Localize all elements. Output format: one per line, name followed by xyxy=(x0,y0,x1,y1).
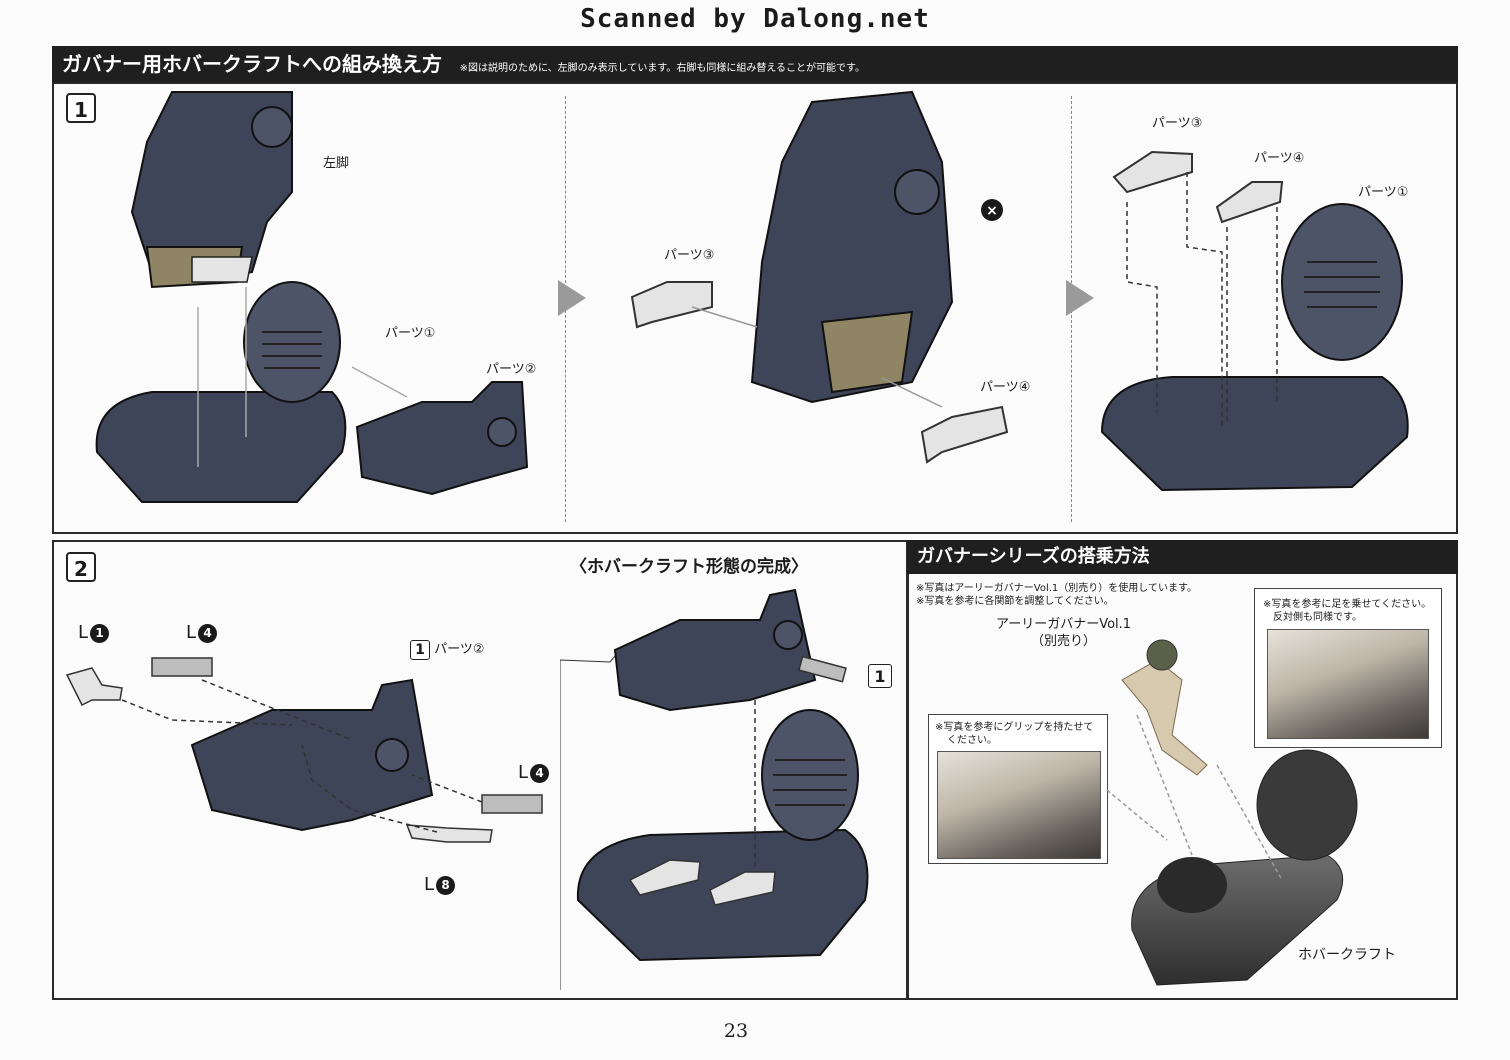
label-part3-a: パーツ③ xyxy=(664,248,715,263)
x-mark-icon xyxy=(981,199,1003,221)
scanner-watermark: Scanned by Dalong.net xyxy=(580,4,930,34)
hovercraft-drawing-1 xyxy=(95,281,347,503)
part2-drawing xyxy=(351,366,529,496)
l8-part-drawing xyxy=(405,824,493,843)
section-title-note: ※図は説明のために、左脚のみ表示しています。右脚も同様に組み替えることが可能です… xyxy=(459,63,866,74)
flow-arrow-2 xyxy=(1066,280,1094,316)
complete-form-title: 〈ホバークラフト形態の完成〉 xyxy=(570,557,808,577)
label-part4-a: パーツ④ xyxy=(980,380,1031,395)
label-part2: パーツ② xyxy=(486,362,537,377)
gun-part-drawing xyxy=(65,667,123,707)
inset-foot-caption: ※写真を参考に足を乗せてください。 反対側も同様です。 xyxy=(1263,599,1432,623)
riding-heading: ガバナーシリーズの搭乗方法 xyxy=(907,540,1458,574)
label-part1-b: パーツ① xyxy=(1358,185,1409,200)
label-part1-a: パーツ① xyxy=(385,326,436,341)
left-leg-drawing xyxy=(130,91,293,289)
inset-grip-photo: ※写真を参考にグリップを持たせて ください。 xyxy=(928,714,1108,864)
step1-number: 1 xyxy=(66,93,96,123)
label-part4-b: パーツ④ xyxy=(1254,151,1305,166)
riding-note-2: ※写真を参考に各関節を調整してください。 xyxy=(916,596,1114,607)
spring-part-drawing xyxy=(151,657,543,814)
inset-grip-caption: ※写真を参考にグリップを持たせて ください。 xyxy=(935,722,1094,746)
riding-notes: ※写真はアーリーガバナーVol.1（別売り）を使用しています。 ※写真を参考に各… xyxy=(916,582,1197,608)
step2-number: 2 xyxy=(66,552,96,582)
hovercraft-label: ホバークラフト xyxy=(1298,947,1396,963)
complete-hovercraft-illustration xyxy=(560,588,869,990)
label-left-leg: 左脚 xyxy=(323,156,350,171)
step1-panel xyxy=(52,82,1458,534)
step2-part-callout: 1 パーツ② xyxy=(410,638,485,660)
section-title-band: ガバナー用ホバークラフトへの組み換え方 ※図は説明のために、左脚のみ表示していま… xyxy=(52,46,1458,82)
section-title: ガバナー用ホバークラフトへの組み換え方 xyxy=(62,52,442,76)
step2-illustration xyxy=(65,657,543,843)
riding-main-photo xyxy=(1106,639,1358,986)
label-part3-b: パーツ③ xyxy=(1152,116,1203,131)
grip-photo-image xyxy=(937,751,1101,859)
leg-closeup-drawing xyxy=(750,90,954,404)
flow-arrow-1 xyxy=(558,280,586,316)
complete-part-callout: 1 xyxy=(868,664,892,688)
step1-illustration: × xyxy=(95,90,1409,503)
part2-assembly-drawing xyxy=(190,678,434,832)
figure-label: アーリーガバナーVol.1 （別売り） xyxy=(996,617,1132,649)
inset-foot-photo: ※写真を参考に足を乗せてください。 反対側も同様です。 xyxy=(1254,588,1442,748)
part3-drawing-a xyxy=(630,281,758,329)
page-number: 23 xyxy=(723,1020,749,1042)
hovercraft-drawing-2 xyxy=(1100,150,1409,492)
riding-note-1: ※写真はアーリーガバナーVol.1（別売り）を使用しています。 xyxy=(916,583,1197,594)
foot-photo-image xyxy=(1267,629,1429,739)
x-mark-glyph: × xyxy=(986,203,998,219)
part4-drawing-a xyxy=(881,377,1009,464)
